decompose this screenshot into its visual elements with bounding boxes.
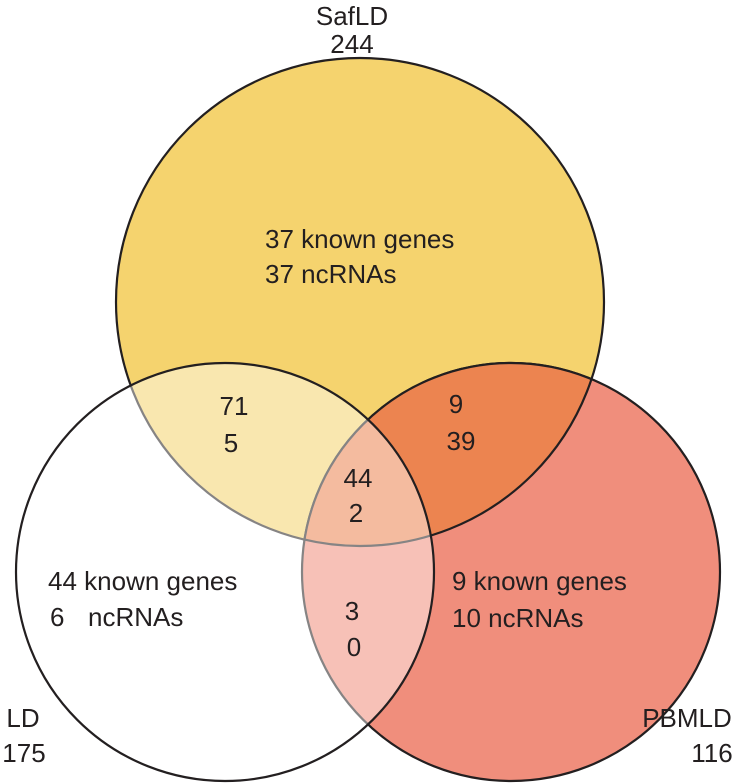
safld-total: 244 — [330, 29, 373, 59]
ld-content-line2-count: 6 — [50, 602, 64, 632]
safld-content-line2: 37 ncRNAs — [265, 259, 397, 289]
pbmld-label: PBMLD — [642, 703, 732, 733]
overlap-center-bottom: 2 — [349, 498, 363, 528]
pbmld-content-line1: 9 known genes — [452, 566, 627, 596]
overlap-safld-pbmld-top: 9 — [449, 389, 463, 419]
ld-circle — [14, 361, 436, 783]
ld-content-line1: 44 known genes — [48, 566, 237, 596]
pbmld-content-line2: 10 ncRNAs — [452, 603, 584, 633]
ld-content-line2: 6 ncRNAs — [50, 602, 183, 632]
overlap-safld-pbmld-bottom: 39 — [447, 426, 476, 456]
overlap-safld-ld-bottom: 5 — [224, 428, 238, 458]
ld-label: LD — [6, 703, 39, 733]
safld-arc-in-pbmld — [302, 363, 606, 548]
overlap-ld-pbmld-bottom: 0 — [347, 632, 361, 662]
pbmld-total: 116 — [691, 738, 732, 768]
ld-total: 175 — [2, 738, 45, 768]
overlap-center-top: 44 — [344, 463, 373, 493]
overlap-safld-ld-top: 71 — [220, 391, 249, 421]
ld-content-line2-word: ncRNAs — [88, 602, 183, 632]
safld-content-line1: 37 known genes — [265, 224, 454, 254]
overlap-ld-pbmld-top: 3 — [345, 596, 359, 626]
safld-label: SafLD — [316, 1, 388, 31]
